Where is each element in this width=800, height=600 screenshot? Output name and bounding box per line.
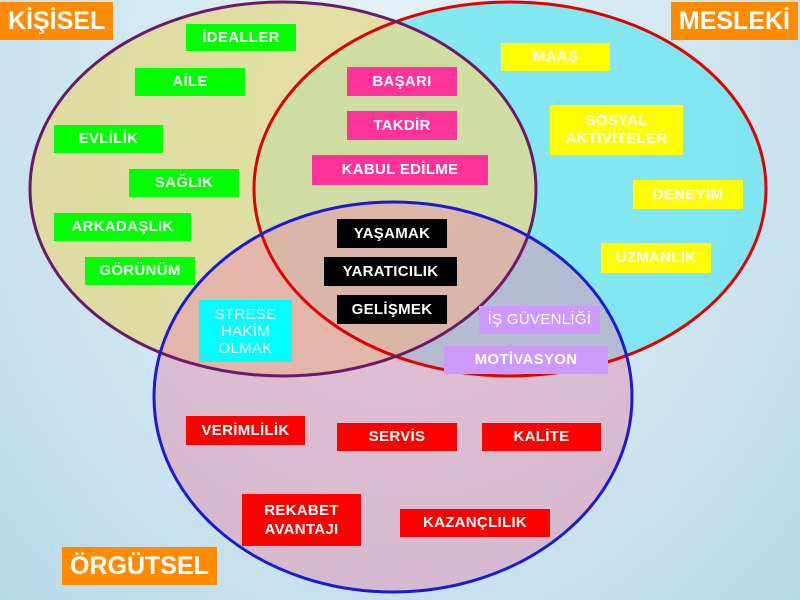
label-servis: SERVİS — [337, 423, 457, 451]
label-motivasyon: MOTİVASYON — [444, 346, 608, 374]
label-aile: AİLE — [135, 68, 245, 96]
label-deneyim: DENEYİM — [633, 180, 743, 209]
label-maas: MAAŞ — [501, 43, 610, 71]
label-gorunum: GÖRÜNÜM — [85, 257, 195, 285]
label-arkadaslik: ARKADAŞLIK — [54, 213, 191, 241]
label-saglik: SAĞLIK — [129, 169, 239, 197]
label-gelismek: GELİŞMEK — [337, 295, 447, 324]
label-kalite: KALİTE — [482, 423, 601, 451]
professional-circle-outline — [252, 0, 768, 378]
label-rekabet-avantaji: REKABET AVANTAJI — [242, 494, 361, 546]
label-kabul-edilme: KABUL EDİLME — [312, 155, 488, 185]
label-uzmanlik: UZMANLIK — [601, 243, 711, 273]
label-sosyal-aktiviteler: SOSYAL AKTİVİTELER — [550, 105, 683, 155]
professional-title: MESLEKİ — [670, 2, 798, 40]
label-takdir: TAKDİR — [347, 111, 457, 140]
label-basari: BAŞARI — [347, 67, 457, 96]
label-verimlilik: VERİMLİLİK — [186, 416, 305, 445]
label-yasamak: YAŞAMAK — [337, 219, 447, 248]
label-kazanclilik: KAZANÇLILIK — [400, 509, 550, 537]
label-idealler: İDEALLER — [186, 24, 296, 51]
label-yaraticilik: YARATICILIK — [324, 257, 457, 286]
label-evlilik: EVLİLİK — [54, 125, 163, 153]
label-is-guvenligi: İŞ GÜVENLİĞİ — [479, 306, 600, 334]
personal-circle-outline — [28, 0, 538, 378]
label-strese-hakim-olmak: STRESE HAKİM OLMAK — [199, 300, 292, 362]
organizational-title: ÖRGÜTSEL — [62, 547, 217, 585]
personal-title: KİŞİSEL — [0, 2, 114, 40]
organizational-circle-outline — [152, 200, 634, 594]
